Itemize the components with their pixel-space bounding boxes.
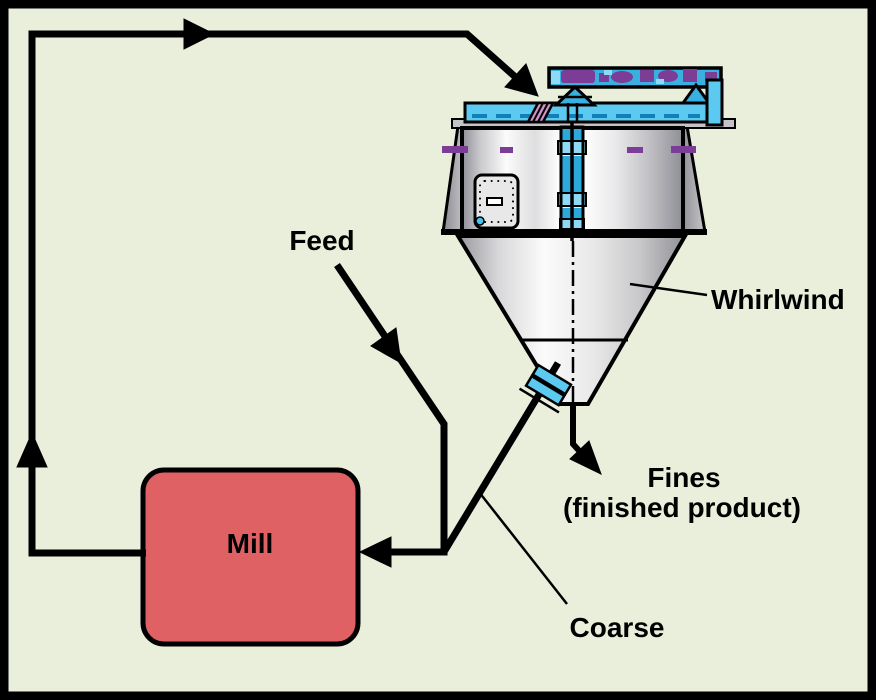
fan-glint <box>656 79 664 84</box>
fan-glint <box>604 70 612 75</box>
vent-dash <box>627 147 643 153</box>
fan-blade <box>611 71 633 83</box>
fan-blade <box>599 73 609 82</box>
door-handle <box>486 197 503 206</box>
stub-bar <box>531 363 573 396</box>
fines-label-line2: (finished product) <box>563 492 801 523</box>
arrow-into-mill-icon <box>358 536 392 568</box>
arrow-fines-icon <box>569 440 602 475</box>
arrow-right-icon <box>183 18 216 50</box>
fines-line <box>569 404 602 475</box>
whirlwind-pointer-line <box>629 282 708 297</box>
center-shaft <box>557 103 587 241</box>
fan-blade <box>640 70 654 82</box>
inlet-patch <box>525 101 556 124</box>
fan-blade <box>561 70 595 83</box>
stub-bar <box>524 374 567 407</box>
stub-flange-line <box>518 387 560 414</box>
mill-box: Mill <box>140 467 361 647</box>
fan-blades <box>561 69 717 83</box>
arrow-feed-icon <box>370 327 402 364</box>
fan-cap <box>551 71 560 84</box>
vent-dash <box>442 146 468 153</box>
door-hinge-drop <box>475 216 485 226</box>
whirlwind-label: Whirlwind <box>711 284 845 315</box>
recirculation-path <box>28 30 533 557</box>
vent-dash <box>671 146 696 153</box>
whirlwind-classifier <box>441 66 736 418</box>
vent-dash <box>500 147 513 153</box>
fines-label-line1: Fines <box>647 462 720 493</box>
mill-rect <box>140 467 361 647</box>
fan-assembly <box>547 66 723 89</box>
feed-label: Feed <box>289 225 354 256</box>
coarse-pointer-line <box>478 491 568 605</box>
coarse-label: Coarse <box>570 612 665 643</box>
fan-right-mount <box>680 82 712 105</box>
right-column <box>705 78 724 127</box>
coarse-outlet-stub <box>518 363 573 414</box>
inlet-patch-stripe <box>537 102 549 123</box>
fan-blade <box>683 69 697 82</box>
mill-label: Mill <box>227 528 274 559</box>
fan-blade <box>705 72 717 81</box>
arrow-up-icon <box>16 431 48 468</box>
arrow-into-classifier-icon <box>504 63 539 97</box>
feed-line <box>334 263 448 568</box>
inlet-patch-stripe <box>532 102 544 123</box>
recirculation-line <box>16 18 539 557</box>
vent-dashes <box>442 146 696 153</box>
door-rivets <box>479 180 514 223</box>
access-door <box>473 173 520 230</box>
cone-body <box>454 234 689 406</box>
